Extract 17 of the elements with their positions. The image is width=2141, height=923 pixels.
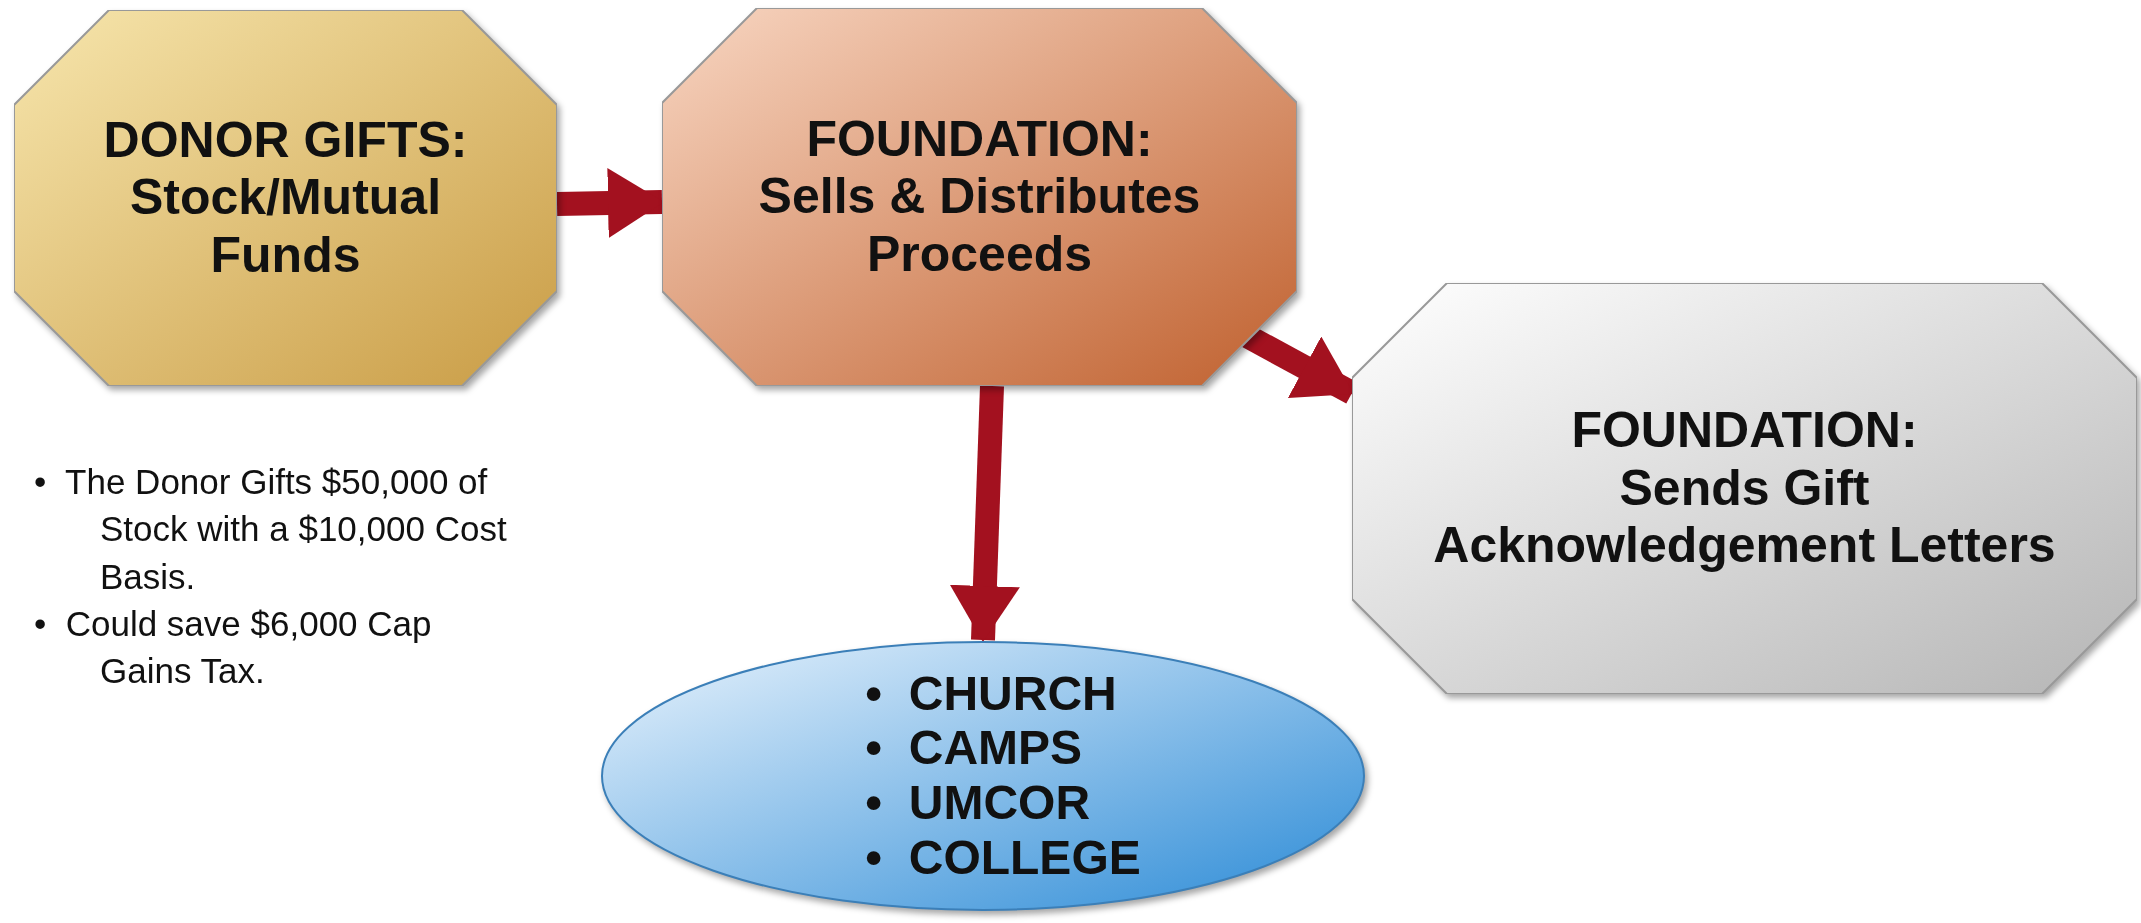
note-text: • Could save $6,000 Cap Gains Tax. — [34, 602, 433, 692]
list-item: • CAMPS — [865, 721, 1084, 776]
list-item: • UMCOR — [865, 776, 1092, 831]
octagon-shape — [1352, 283, 2137, 694]
list-item: • COLLEGE — [865, 830, 1141, 886]
octagon-shape — [662, 8, 1297, 386]
arrow — [949, 385, 1020, 642]
heading-text: DONOR GIFTS: — [103, 111, 468, 170]
ellipse-shape — [600, 640, 1366, 912]
octagon-shape — [14, 10, 557, 386]
body-text: Sells & Distributes Proceeds — [757, 168, 1202, 284]
heading-text: FOUNDATION: — [1571, 402, 1918, 460]
body-text: Stock/Mutual Funds — [128, 169, 443, 285]
heading-text: FOUNDATION: — [806, 110, 1153, 169]
body-text: Sends Gift Acknowledgement Letters — [1432, 459, 2057, 575]
list-item: • CHURCH — [865, 666, 1118, 722]
note-text: • The Donor Gifts $50,000 of Stock with a $10,000 Cost Basis. — [34, 461, 508, 598]
